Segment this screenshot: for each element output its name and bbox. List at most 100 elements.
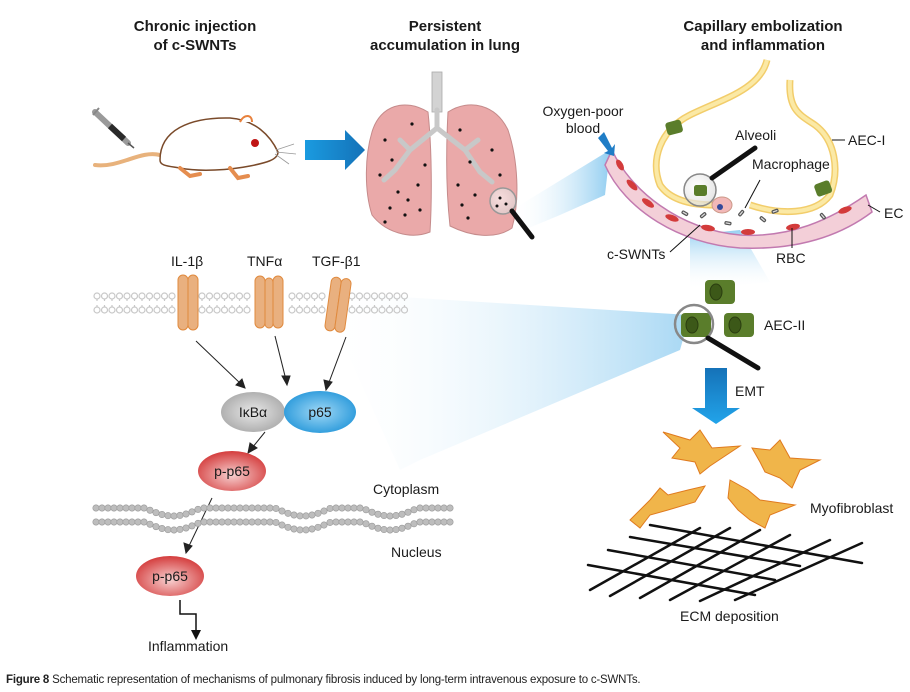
nuclear-lipid xyxy=(182,510,190,518)
nuclear-lipid xyxy=(308,511,316,519)
lipid-head xyxy=(303,292,311,300)
nuclear-lipid xyxy=(104,504,112,512)
nuclear-lipid xyxy=(236,518,244,526)
title-line: Chronic injection xyxy=(133,18,257,35)
nuclear-lipid xyxy=(296,512,304,520)
receptor-tnfa xyxy=(254,275,284,329)
nuclear-lipid xyxy=(398,510,406,518)
title-line: Persistent xyxy=(408,18,482,35)
nuclear-lipid xyxy=(206,504,214,512)
nuclear-lipid xyxy=(434,504,442,512)
nuclear-lipid xyxy=(182,524,190,532)
nuclear-lipid xyxy=(356,518,364,526)
alveoli-illustration xyxy=(652,58,839,216)
nuclear-lipid xyxy=(326,518,334,526)
lipid-head xyxy=(160,292,169,300)
nuclear-lipid xyxy=(152,509,160,517)
lipid-head xyxy=(228,306,236,314)
nuclear-lipid xyxy=(266,504,274,512)
nuclear-lipid xyxy=(392,526,400,534)
nuclear-lipid xyxy=(248,518,256,526)
nuclear-lipid xyxy=(122,518,130,526)
lipid-head xyxy=(145,306,154,314)
nuclear-lipid xyxy=(110,504,118,512)
label-cytoplasm: Cytoplasm xyxy=(373,481,440,497)
nuclear-lipid xyxy=(116,518,124,526)
ecm-fiber xyxy=(628,535,802,568)
nuclear-lipid xyxy=(140,504,148,512)
nuclear-lipid xyxy=(272,518,280,526)
nuclear-lipid xyxy=(314,523,322,531)
nuclear-lipid xyxy=(398,524,406,532)
nuclear-lipid xyxy=(356,504,364,512)
nuclear-lipid xyxy=(440,504,448,512)
mouse-illustration xyxy=(93,115,297,181)
label-alveoli: Alveoli xyxy=(735,127,777,143)
nuclear-lipid xyxy=(386,512,394,520)
magnifier-handle xyxy=(709,145,758,181)
lipid-head xyxy=(138,306,146,314)
nuclear-lipid xyxy=(344,504,352,512)
ecm-mesh xyxy=(586,523,864,603)
lipid-head xyxy=(303,306,311,314)
nuclear-lipid xyxy=(236,504,244,512)
title-injection: Chronic injection of c-SWNTs xyxy=(100,17,290,55)
nuclear-lipid xyxy=(410,520,418,528)
nuclear-lipid xyxy=(404,508,412,516)
lipid-head xyxy=(115,292,124,300)
lipid-head xyxy=(145,292,154,300)
caption-text: Schematic representation of mechanisms o… xyxy=(49,674,641,686)
p65-label: p65 xyxy=(308,404,332,420)
nuclear-lipid xyxy=(218,504,226,512)
nuclear-lipid xyxy=(404,522,412,530)
ecm-fiber xyxy=(668,533,792,602)
receptor-il1b xyxy=(177,274,199,331)
lipid-head xyxy=(108,306,116,314)
nuclear-lipid xyxy=(428,518,436,526)
nuclear-lipid xyxy=(128,504,136,512)
title-accumulation: Persistent accumulation in lung xyxy=(345,17,545,55)
pp65-cytoplasm-node xyxy=(198,451,266,491)
lipid-head xyxy=(198,292,206,300)
label-cswnts: c-SWNTs xyxy=(607,246,666,262)
label-inflammation: Inflammation xyxy=(148,638,229,654)
nuclear-lipid xyxy=(116,504,124,512)
nuclear-lipid xyxy=(278,521,286,529)
nuclear-lipid xyxy=(284,509,292,517)
lung-illustration xyxy=(365,71,535,240)
nuclear-lipid xyxy=(164,526,172,534)
nuclear-lipid xyxy=(194,519,202,527)
lipid-head xyxy=(130,292,139,300)
lipid-head xyxy=(160,306,169,314)
nuclear-lipid xyxy=(332,518,340,526)
nuclear-lipid xyxy=(266,518,274,526)
nuclear-lipid xyxy=(146,520,154,528)
label-nucleus: Nucleus xyxy=(391,544,442,560)
nuclear-lipid xyxy=(158,525,166,533)
lipid-head xyxy=(138,292,146,300)
lipid-head xyxy=(115,306,124,314)
capillary-vessel xyxy=(604,148,873,249)
nuclear-lipid xyxy=(212,504,220,512)
nuclear-lipid xyxy=(332,504,340,512)
lipid-head xyxy=(310,306,319,314)
nuclear-lipid xyxy=(386,526,394,534)
nuclear-lipid xyxy=(98,518,106,526)
nuclear-lipid xyxy=(200,504,208,512)
nuclear-lipid xyxy=(368,522,376,530)
nuclear-lipid xyxy=(140,518,148,526)
pp65-nucleus-label: p-p65 xyxy=(152,568,188,584)
pp65-cytoplasm-label: p-p65 xyxy=(214,463,250,479)
lipid-head xyxy=(228,292,236,300)
nuclear-lipid xyxy=(188,508,196,516)
zoom-beam-pathway xyxy=(320,292,690,470)
nuclear-lipid xyxy=(320,507,328,515)
nuclear-lipid xyxy=(374,510,382,518)
nuclear-lipid xyxy=(416,518,424,526)
nuclear-lipid xyxy=(248,504,256,512)
myofibroblast-cells xyxy=(629,429,822,529)
lipid-head xyxy=(220,306,229,314)
ecm-fiber xyxy=(648,523,864,565)
label-ecm-deposition: ECM deposition xyxy=(680,608,779,624)
lipid-head xyxy=(108,292,116,300)
